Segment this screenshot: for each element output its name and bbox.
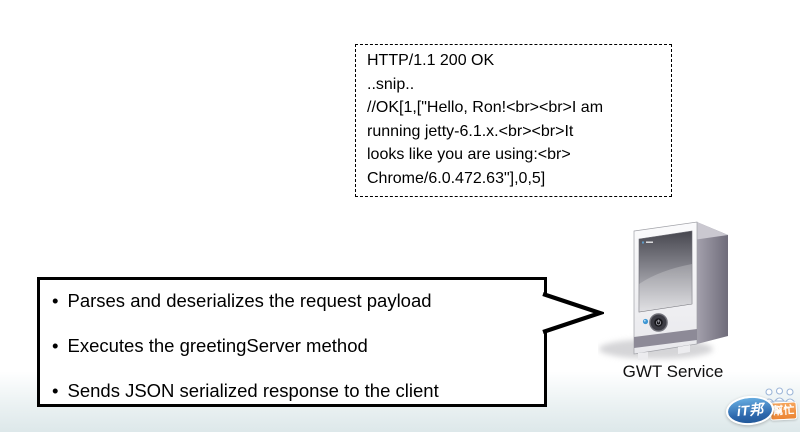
server-led [642, 318, 649, 325]
logo-oval-blue: iT邦 [724, 393, 776, 428]
callout-item: • Executes the greetingServer method [52, 333, 544, 359]
http-response-line: running jetty-6.1.x.<br><br>It [367, 122, 574, 140]
http-response-line: //OK[1,["Hello, Ron!<br><br>I am [367, 99, 604, 116]
http-response-line: Chrome/6.0.472.63"],0,5] [367, 169, 546, 187]
callout-item: • Sends JSON serialized response to the c… [52, 378, 544, 404]
server-tower-icon [599, 221, 728, 360]
server-callout-bubble: • Parses and deserializes the request pay… [37, 277, 547, 407]
server-label: GWT Service [622, 362, 724, 381]
logo-people-icon [763, 387, 796, 403]
bullet-glyph: • [52, 335, 59, 356]
http-response-box: HTTP/1.1 200 OK ..snip.. //OK[1,["Hello,… [355, 44, 672, 197]
callout-item-text: Executes the greetingServer method [67, 335, 368, 356]
itbang-bangmang-logo: 幫忙 iT邦 [724, 387, 798, 431]
http-response-line: ..snip.. [367, 75, 415, 93]
bullet-glyph: • [52, 380, 59, 401]
http-response-line: HTTP/1.1 200 OK [367, 52, 495, 69]
bullet-glyph: • [52, 290, 59, 311]
http-response-line: looks like you are using:<br> [367, 146, 571, 163]
callout-tail-pointer [542, 292, 604, 334]
callout-item: • Parses and deserializes the request pay… [52, 288, 544, 314]
callout-item-text: Parses and deserializes the request payl… [67, 290, 432, 311]
callout-item-text: Sends JSON serialized response to the cl… [67, 380, 439, 401]
server-icon-wrap [598, 212, 738, 364]
